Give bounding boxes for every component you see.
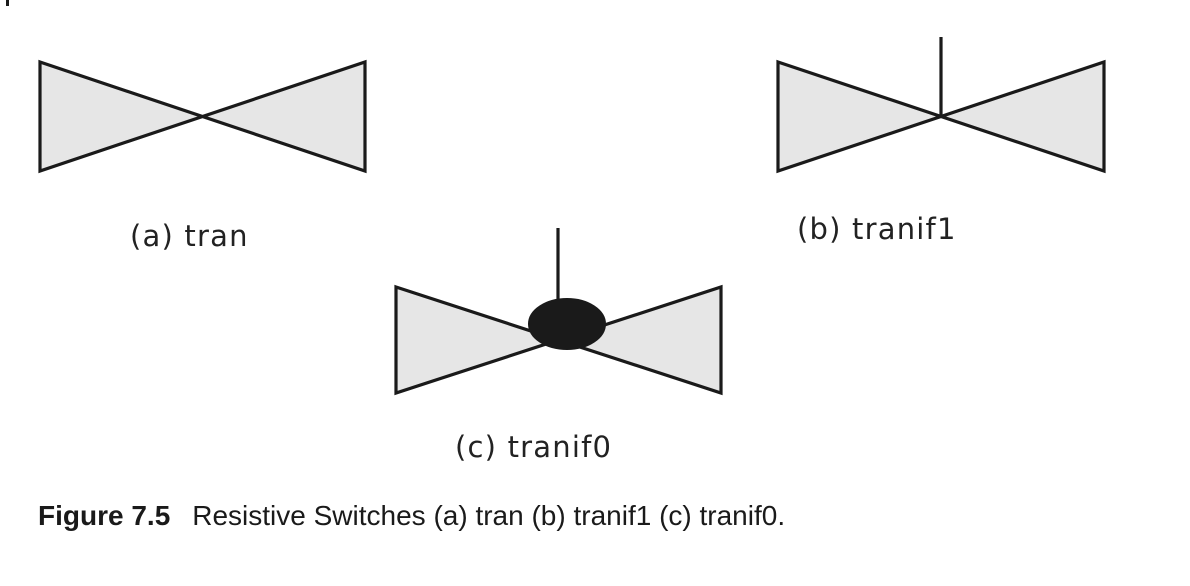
figure-number: Figure 7.5	[38, 500, 171, 531]
figure-caption: Figure 7.5 Resistive Switches (a) tran (b…	[38, 500, 785, 532]
switch-tran: (a) tran	[38, 59, 367, 253]
figure-caption-text: Resistive Switches (a) tran (b) tranif1 …	[192, 500, 786, 531]
switch-tranif1: (b) tranif1	[776, 37, 1106, 246]
switch-tran-bowtie	[38, 59, 367, 174]
switch-tranif0: (c) tranif0	[394, 228, 723, 464]
switch-tranif0-inverter-bubble	[528, 298, 606, 350]
switch-tranif1-label: (b) tranif1	[797, 212, 957, 246]
page-edge-mark	[6, 0, 9, 6]
switch-tranif0-label: (c) tranif0	[455, 430, 612, 464]
switch-tran-label: (a) tran	[130, 219, 249, 253]
